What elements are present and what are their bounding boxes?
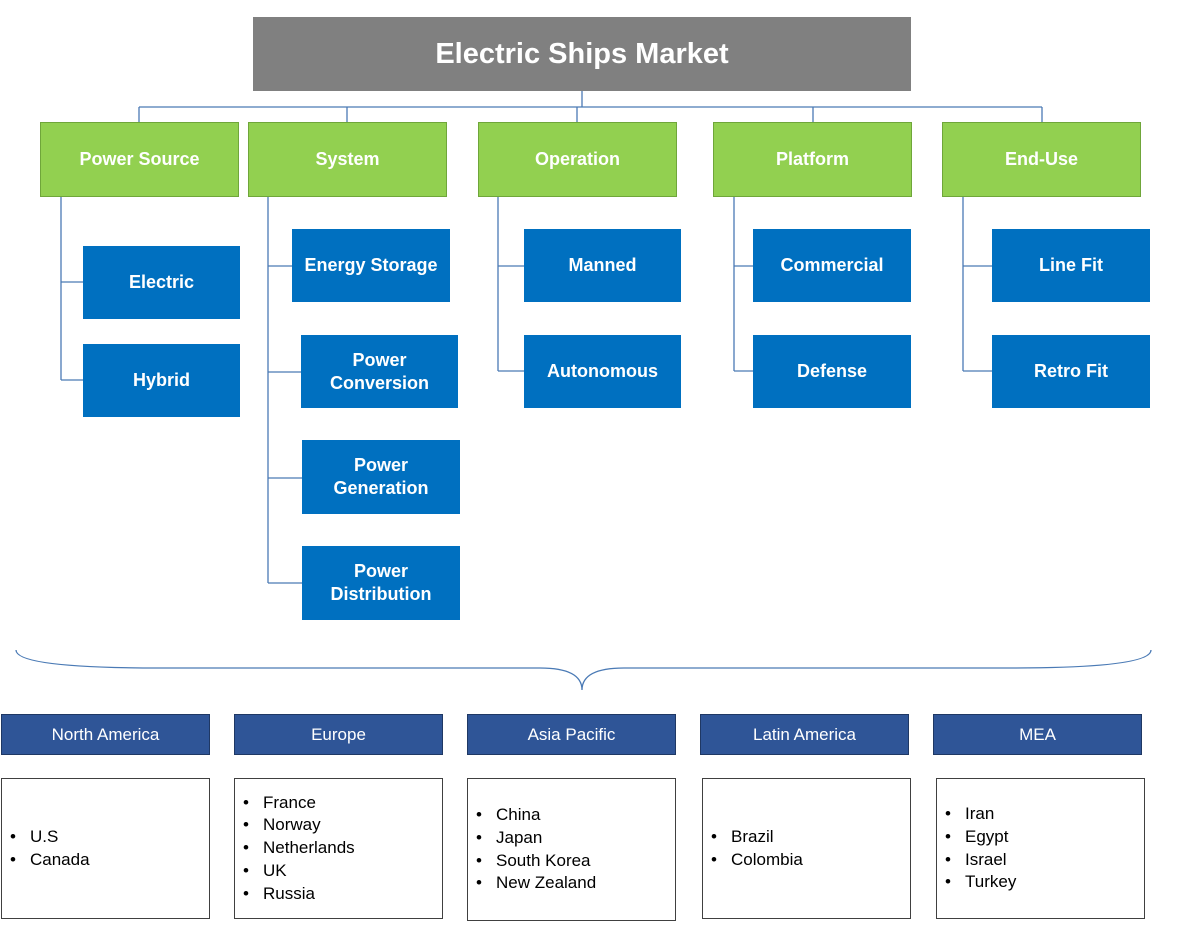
segment-power-source: Power Source <box>40 122 239 197</box>
country-list-latin-america: Brazil Colombia <box>702 778 911 919</box>
country-list-asia-pacific: China Japan South Korea New Zealand <box>467 778 676 921</box>
country-item: Iran <box>945 803 1016 826</box>
country-item: South Korea <box>476 850 596 873</box>
country-item: Russia <box>243 883 355 906</box>
item-defense: Defense <box>753 335 911 408</box>
country-item: Turkey <box>945 871 1016 894</box>
item-commercial: Commercial <box>753 229 911 302</box>
country-item: Netherlands <box>243 837 355 860</box>
country-list-europe: France Norway Netherlands UK Russia <box>234 778 443 919</box>
country-item: Egypt <box>945 826 1016 849</box>
country-item: New Zealand <box>476 872 596 895</box>
country-item: China <box>476 804 596 827</box>
country-item: UK <box>243 860 355 883</box>
country-item: France <box>243 792 355 815</box>
region-asia-pacific: Asia Pacific <box>467 714 676 755</box>
country-list-north-america: U.S Canada <box>1 778 210 919</box>
country-item: U.S <box>10 826 90 849</box>
item-autonomous: Autonomous <box>524 335 681 408</box>
country-item: Japan <box>476 827 596 850</box>
item-energy-storage: Energy Storage <box>292 229 450 302</box>
region-latin-america: Latin America <box>700 714 909 755</box>
region-europe: Europe <box>234 714 443 755</box>
brace <box>15 649 1152 691</box>
country-item: Norway <box>243 814 355 837</box>
item-manned: Manned <box>524 229 681 302</box>
region-north-america: North America <box>1 714 210 755</box>
country-item: Colombia <box>711 849 803 872</box>
segment-system: System <box>248 122 447 197</box>
segment-platform: Platform <box>713 122 912 197</box>
item-power-distribution: Power Distribution <box>302 546 460 620</box>
country-item: Canada <box>10 849 89 872</box>
region-mea: MEA <box>933 714 1142 755</box>
item-line-fit: Line Fit <box>992 229 1150 302</box>
segment-end-use: End-Use <box>942 122 1141 197</box>
item-electric: Electric <box>83 246 240 319</box>
item-power-generation: Power Generation <box>302 440 460 514</box>
item-hybrid: Hybrid <box>83 344 240 417</box>
item-power-conversion: Power Conversion <box>301 335 458 408</box>
country-item: Israel <box>945 849 1016 872</box>
country-item: Brazil <box>711 826 803 849</box>
country-list-mea: Iran Egypt Israel Turkey <box>936 778 1145 919</box>
diagram-title: Electric Ships Market <box>253 17 911 91</box>
segment-operation: Operation <box>478 122 677 197</box>
item-retro-fit: Retro Fit <box>992 335 1150 408</box>
